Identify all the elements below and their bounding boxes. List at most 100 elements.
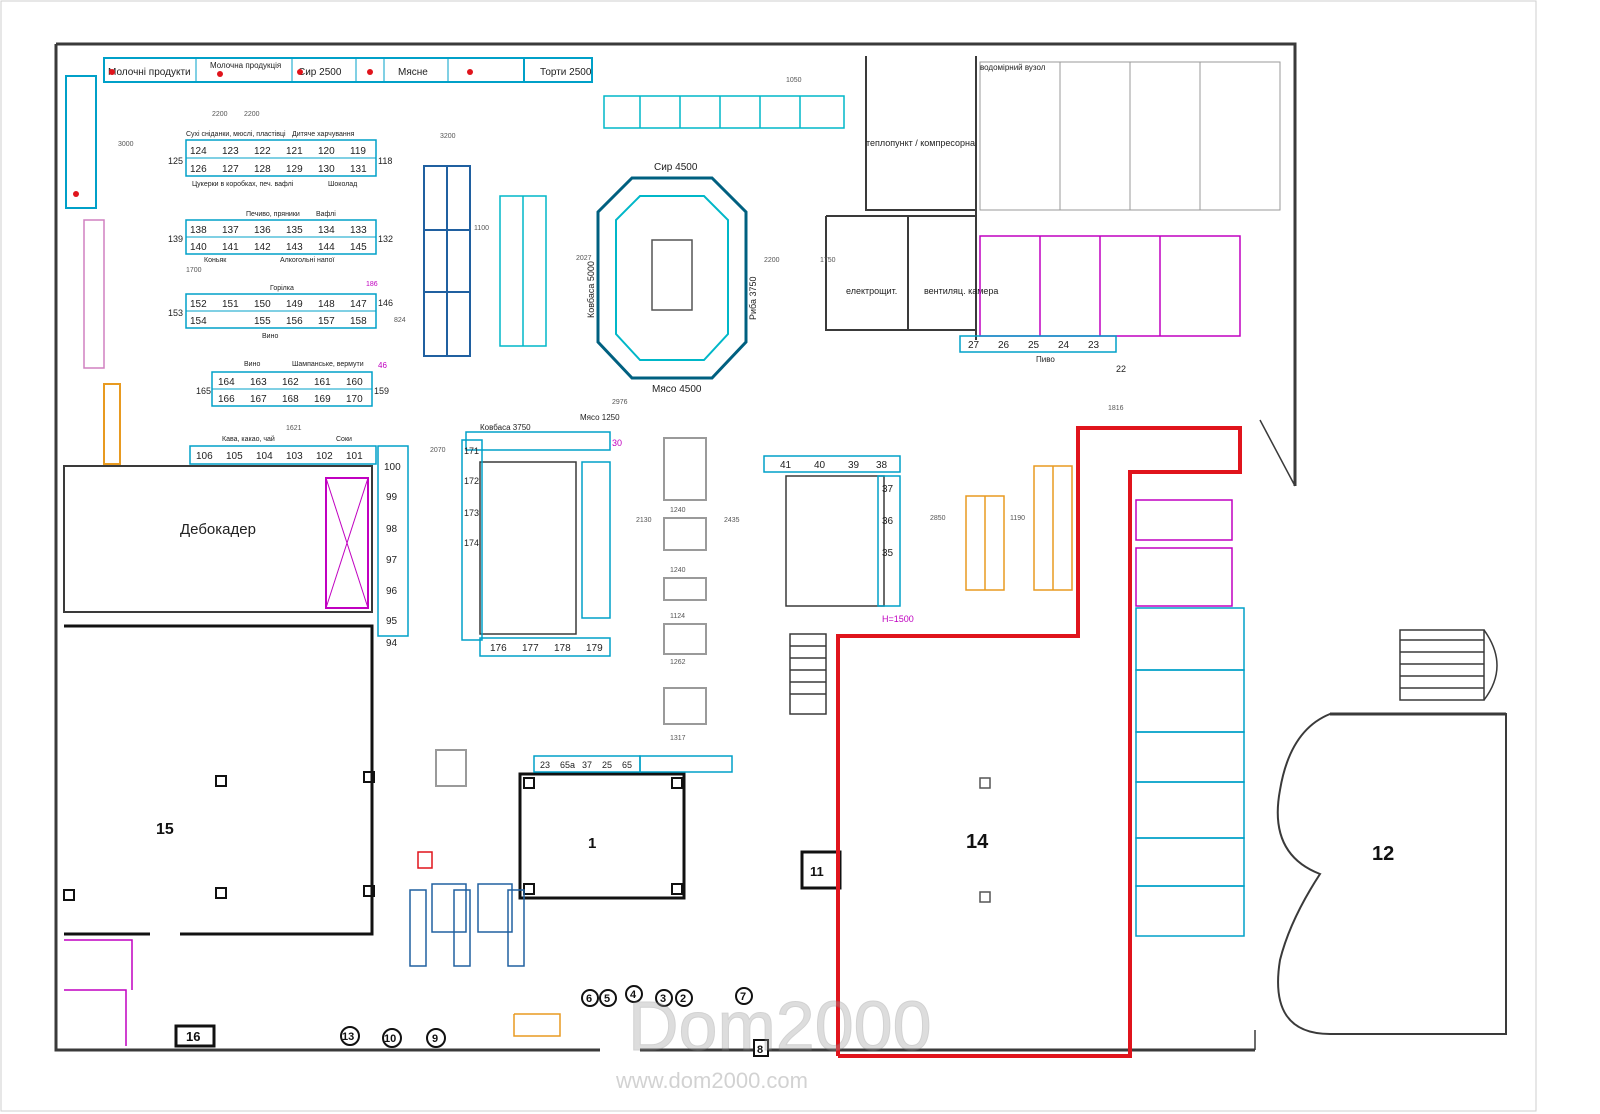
crates (965, 465, 1073, 591)
shelf-cell: 99 (386, 492, 398, 503)
side-number: 22 (1116, 364, 1126, 374)
outer-walls (54, 42, 1297, 1052)
dimension-label: 1262 (670, 659, 686, 666)
cookies-label: Печиво, пряники (246, 211, 300, 218)
shelf-cell: 166 (218, 394, 235, 405)
dimension-label: 824 (394, 317, 406, 324)
dimension-label: 1317 (670, 735, 686, 742)
shelf-cell: 154 (190, 316, 207, 327)
bottom-left-offices (64, 939, 133, 1046)
shelf-cell: 35 (882, 548, 894, 559)
center-racks-2 (499, 195, 547, 347)
shelf-cell: 168 (282, 394, 299, 405)
shelf-cell: 101 (346, 451, 363, 462)
shelf-cell: 144 (318, 242, 335, 253)
shelf-block-e: 106 105 104 103 102 101 Кава, какао, чай… (189, 435, 377, 465)
electro-label: електрощит. (846, 286, 897, 296)
beer-label: Пиво (1036, 355, 1055, 364)
dairy-label: Молочні продукти (108, 67, 191, 78)
tech-rooms (825, 56, 977, 340)
shelf-cell: 103 (286, 451, 303, 462)
baby-label: Дитяче харчування (292, 131, 355, 138)
shelf-cell: 122 (254, 146, 271, 157)
shelf-cell: 25 (1028, 340, 1040, 351)
meat-label: Мясне (398, 67, 428, 78)
checkouts (409, 851, 525, 967)
bottom-stand (513, 1013, 561, 1037)
height-label: H=1500 (882, 614, 914, 624)
shelf-cell: 130 (318, 164, 335, 175)
shelf-cell: 160 (346, 377, 363, 388)
shelf-cell: 143 (286, 242, 303, 253)
dimension-label: 1750 (820, 257, 836, 264)
shelf-cell: 147 (350, 299, 367, 310)
image-frame (0, 0, 1537, 1112)
center-racks (423, 165, 471, 357)
zone-1-label: 1 (588, 835, 596, 852)
shelf-cell: 97 (386, 555, 398, 566)
shelf-block-f: 176 177 178 179 (479, 637, 611, 657)
stairs-right (1399, 629, 1498, 701)
dimension-label: 3200 (440, 133, 456, 140)
side-number: 132 (378, 234, 393, 244)
zone-16: 16 (174, 1024, 216, 1048)
shelf-cell: 123 (222, 146, 239, 157)
zone-15: 15 (63, 624, 375, 936)
shelf-cell: 39 (848, 460, 860, 471)
side-number: 165 (196, 386, 211, 396)
shelf-cell: 104 (256, 451, 273, 462)
meat4500-label: Мясо 4500 (652, 384, 702, 395)
vent-label: вентиляц. камера (924, 286, 998, 296)
marker-label: 9 (432, 1033, 438, 1045)
dimension-label: 2200 (212, 111, 228, 118)
debocader-label: Дебокадер (180, 521, 256, 538)
water-label: водомірний вузол (980, 63, 1046, 72)
shelf-cell: 171 (464, 446, 479, 456)
shelf-cell: 151 (222, 299, 239, 310)
cognac-label: Коньяк (204, 257, 227, 264)
shelf-cell: 40 (814, 460, 826, 471)
shelf-cell: 179 (586, 643, 603, 654)
wine-label: Вино (262, 333, 278, 340)
shelf-cell: 36 (882, 516, 894, 527)
dimension-label: 2027 (576, 255, 592, 262)
right-cubicles (1135, 607, 1245, 937)
wine-label-2: Вино (244, 361, 260, 368)
side-number: 46 (378, 361, 387, 370)
waffles-label: Вафлі (316, 210, 336, 218)
dimension-label: 1100 (474, 225, 489, 232)
shelf-cell: 119 (350, 146, 366, 157)
dimension-label: 2850 (930, 515, 946, 522)
side-number: 146 (378, 298, 393, 308)
shelf-cell: 163 (250, 377, 267, 388)
alco-label: Алкогольні напої (280, 256, 334, 264)
shelf-cell: 152 (190, 299, 207, 310)
shelf-cell: 138 (190, 225, 207, 236)
shelf-cell: 27 (968, 340, 980, 351)
shelf-cell: 37 (882, 484, 894, 495)
shelf-cell: 172 (464, 476, 479, 486)
dairy2-label: Молочна продукція (210, 61, 281, 70)
shelf-cell: 167 (250, 394, 267, 405)
champ-label: Шампанське, вермути (292, 361, 364, 368)
side-number: 30 (612, 438, 622, 448)
shelf-cell: 156 (286, 316, 303, 327)
right-desks (1135, 499, 1233, 607)
dimension-label: 2200 (244, 111, 260, 118)
zone-12: 12 (1276, 712, 1507, 1035)
shelf-cell: 176 (490, 643, 507, 654)
zone-14-label: 14 (966, 831, 989, 853)
zone-16-label: 16 (186, 1029, 200, 1044)
central-block: Ковбаса 3750 Мясо 1250 30 171 172 173 17… (461, 413, 622, 641)
shelf-block-d: 164 163 162 161 160 166 167 168 169 170 … (196, 361, 389, 407)
shelf-cell: 155 (254, 316, 271, 327)
marker-label: 4 (630, 989, 637, 1001)
side-number: 153 (168, 308, 183, 318)
sausage5000-label: Ковбаса 5000 (586, 261, 596, 318)
shelf-cell: 100 (384, 462, 401, 473)
shelf-cell: 135 (286, 225, 303, 236)
shelf-block-h: 23 65a 37 25 65 (533, 755, 733, 773)
shelf-cell: 106 (196, 451, 213, 462)
zone-14: 14 (836, 426, 1242, 1058)
shelf-cell: 37 (582, 760, 592, 770)
